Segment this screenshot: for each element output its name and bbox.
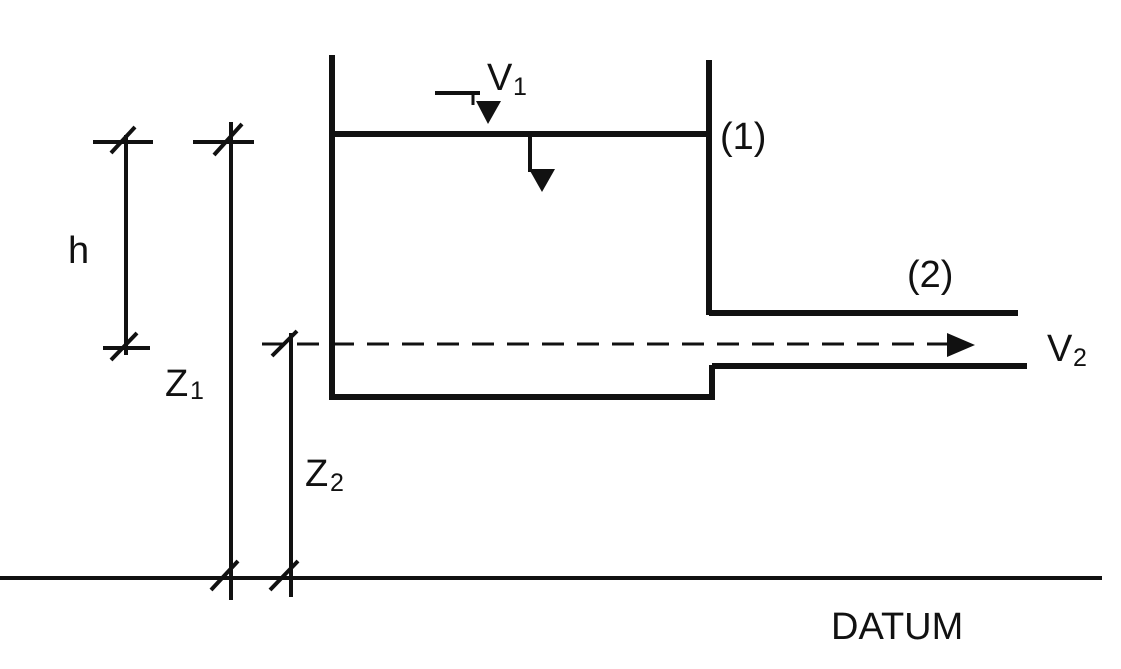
- z1-top-tick: [212, 122, 244, 157]
- point-2-label: (2): [907, 254, 953, 296]
- level-indicator-triangle: [529, 169, 555, 192]
- z2-label: Z: [305, 453, 328, 495]
- v1-subscript: 1: [513, 73, 527, 101]
- z1-subscript: 1: [190, 377, 204, 405]
- h-label: h: [68, 230, 89, 272]
- z2-subscript: 2: [330, 469, 344, 497]
- datum-label: DATUM: [831, 606, 963, 648]
- h-bottom-tick: [109, 331, 139, 362]
- v2-subscript: 2: [1073, 344, 1087, 372]
- v1-label: V: [487, 57, 513, 99]
- z2-bottom-tick: [268, 559, 300, 592]
- z1-label: Z: [165, 363, 188, 405]
- point-1-label: (1): [720, 116, 766, 158]
- v2-arrowhead: [947, 333, 975, 357]
- v2-label: V: [1047, 328, 1073, 370]
- z2-top-tick: [270, 329, 299, 358]
- z1-bottom-tick: [209, 559, 240, 592]
- h-top-tick: [109, 125, 137, 155]
- v1-symbol-triangle: [476, 101, 501, 124]
